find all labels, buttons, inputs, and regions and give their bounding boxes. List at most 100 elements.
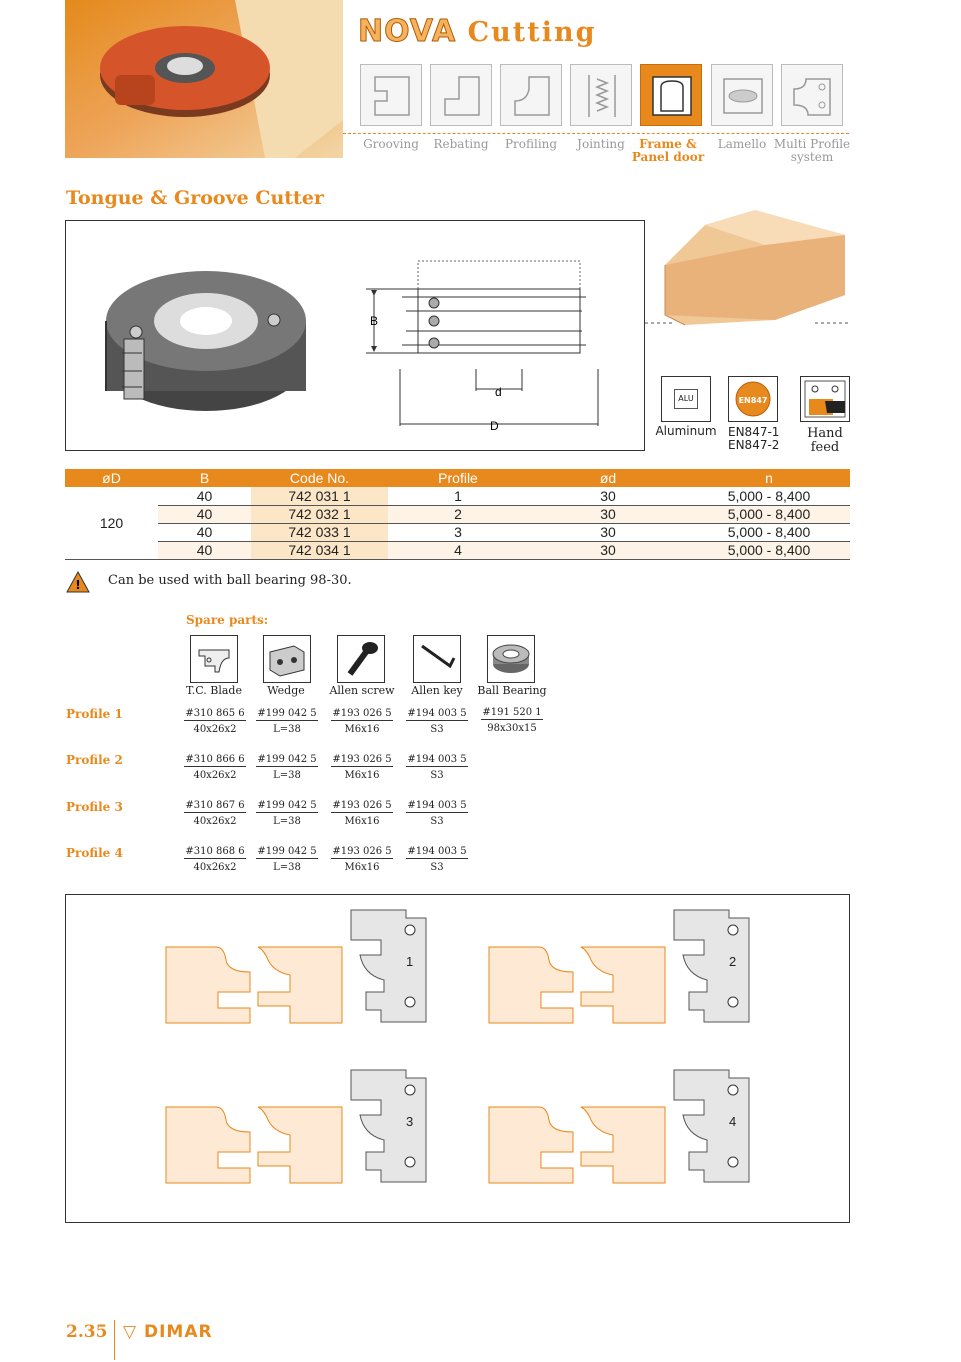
aluminum-label: Aluminum — [655, 424, 717, 438]
part-number: #199 042 5 — [256, 800, 318, 813]
part-dimension: M6x16 — [344, 816, 380, 827]
table-header-row: øD B Code No. Profile ød n — [65, 469, 850, 487]
category-label: Rebating — [433, 137, 489, 151]
category-label: Multi Profile system — [773, 137, 851, 164]
col-header-bore: ød — [528, 469, 688, 487]
tc-blade-icon — [190, 635, 238, 683]
part-number: #194 003 5 — [406, 708, 468, 721]
cutter-drawing: B d D — [105, 260, 599, 433]
profile-number-label: 1 — [406, 954, 413, 969]
dimar-logo: ▽ DIMAR — [123, 1322, 213, 1342]
warning-icon: ! — [66, 570, 90, 597]
part-dimension: 40x26x2 — [193, 770, 237, 781]
dim-b-label: B — [370, 314, 378, 328]
part-label: T.C. Blade — [186, 684, 242, 697]
category-label: Jointing — [577, 137, 625, 151]
part-number: #191 520 1 — [481, 707, 543, 720]
part-dimension: 40x26x2 — [193, 724, 237, 735]
part-dimension: L=38 — [273, 862, 301, 873]
speed-cell: 5,000 - 8,400 — [688, 505, 850, 524]
wood-profile-illustration — [645, 205, 855, 339]
bore-cell: 30 — [528, 541, 688, 560]
profile-drawings: 1 2 3 4 — [165, 909, 750, 1184]
logo-mark-icon: ▽ — [123, 1322, 138, 1342]
footer-divider — [114, 1320, 115, 1360]
table-row: 40 742 034 1 4 30 5,000 - 8,400 — [65, 541, 850, 560]
brand-cutting: Cutting — [467, 17, 597, 48]
lamello-icon — [711, 64, 773, 126]
part-dimension: 40x26x2 — [193, 862, 237, 873]
speed-cell: 5,000 - 8,400 — [688, 523, 850, 542]
profile-cell: 1 — [388, 487, 528, 506]
part-dimension: 98x30x15 — [487, 723, 537, 734]
part-label: Allen screw — [329, 684, 395, 697]
part-dimension: L=38 — [273, 724, 301, 735]
rebating-icon — [430, 64, 492, 126]
profile-diagram-1: 1 — [165, 909, 427, 1024]
part-label: Ball Bearing — [477, 684, 547, 697]
grooving-icon — [360, 64, 422, 126]
header-divider — [343, 133, 849, 134]
part-number: #310 865 6 — [184, 708, 246, 721]
profile-label: Profile 2 — [66, 753, 123, 767]
svg-text:!: ! — [75, 578, 80, 592]
b-cell: 40 — [158, 505, 251, 524]
wedge-icon — [263, 635, 311, 683]
profile-number-label: 3 — [406, 1114, 413, 1129]
brand-nova: NOVA — [357, 14, 457, 50]
category-label: Grooving — [363, 137, 419, 151]
part-number: #310 868 6 — [184, 846, 246, 859]
part-dimension: S3 — [430, 862, 444, 873]
part-number: #193 026 5 — [331, 846, 393, 859]
hero-photo — [65, 0, 343, 158]
part-dimension: 40x26x2 — [193, 816, 237, 827]
logo-text: DIMAR — [144, 1322, 213, 1342]
table-row: 120 40 742 031 1 1 30 5,000 - 8,400 — [65, 487, 850, 560]
speed-cell: 5,000 - 8,400 — [688, 487, 850, 506]
hand-feed-icon — [800, 376, 850, 422]
speed-cell: 5,000 - 8,400 — [688, 541, 850, 560]
part-dimension: M6x16 — [344, 862, 380, 873]
profile-diagram-3: 3 — [165, 1069, 427, 1184]
profile-cell: 2 — [388, 505, 528, 524]
multi-profile-icon — [781, 64, 843, 126]
table-row: 40 742 033 1 3 30 5,000 - 8,400 — [65, 523, 850, 542]
part-number: #194 003 5 — [406, 754, 468, 767]
diameter-cell: 120 — [65, 487, 158, 560]
part-dimension: S3 — [430, 724, 444, 735]
en847-label: EN847-1 EN847-2 — [728, 425, 780, 452]
category-label: Frame & Panel door — [631, 137, 705, 164]
profile-diagram-2: 2 — [488, 909, 750, 1024]
col-header-diameter: øD — [65, 469, 158, 487]
warning-text: Can be used with ball bearing 98-30. — [108, 573, 352, 588]
part-number: #193 026 5 — [331, 754, 393, 767]
profile-number-label: 4 — [729, 1114, 736, 1129]
profile-cell: 4 — [388, 541, 528, 560]
page-title: Tongue & Groove Cutter — [66, 187, 324, 209]
profile-label: Profile 1 — [66, 707, 123, 721]
part-number: #193 026 5 — [331, 800, 393, 813]
aluminum-icon: ALU — [661, 376, 711, 422]
brand-title: NOVA Cutting — [357, 14, 597, 50]
ball-bearing-icon — [487, 635, 535, 683]
allen-screw-icon — [337, 635, 385, 683]
page-number: 2.35 — [66, 1322, 108, 1342]
bore-cell: 30 — [528, 487, 688, 506]
col-header-profile: Profile — [388, 469, 528, 487]
part-number: #310 867 6 — [184, 800, 246, 813]
col-header-speed: n — [688, 469, 850, 487]
part-dimension: S3 — [430, 816, 444, 827]
bore-cell: 30 — [528, 505, 688, 524]
b-cell: 40 — [158, 541, 251, 560]
dim-D-label: D — [490, 419, 499, 433]
part-number: #194 003 5 — [406, 846, 468, 859]
profile-label: Profile 3 — [66, 800, 123, 814]
code-cell: 742 031 1 — [251, 487, 388, 506]
profile-diagram-4: 4 — [488, 1069, 750, 1184]
en847-icon: EN847 — [728, 376, 778, 422]
part-dimension: M6x16 — [344, 724, 380, 735]
part-number: #310 866 6 — [184, 754, 246, 767]
part-label: Wedge — [267, 684, 305, 697]
profile-number-label: 2 — [729, 954, 736, 969]
profiling-icon — [500, 64, 562, 126]
